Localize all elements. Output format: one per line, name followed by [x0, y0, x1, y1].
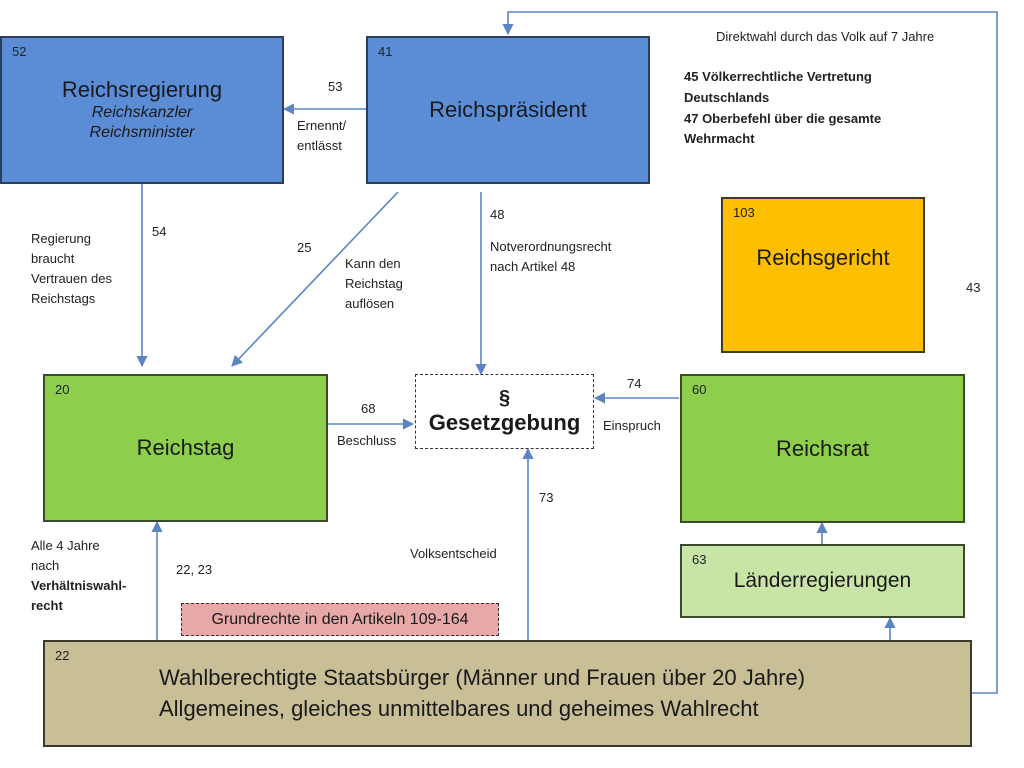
box-title: Gesetzgebung: [428, 410, 581, 435]
label-n25: 25: [297, 240, 312, 255]
label-notverordnung-1: Notverordnungsrecht: [490, 239, 612, 254]
box-reichstag: 20 Reichstag: [43, 374, 328, 522]
label-aufloesen-1: Kann den: [345, 256, 401, 271]
article-number: 103: [733, 205, 755, 220]
label-aufloesen-2: Reichstag: [345, 276, 403, 292]
label-ernennt-1: Ernennt/: [297, 118, 347, 133]
box-title: Reichsregierung: [61, 77, 223, 103]
label-art45b: Deutschlands: [684, 89, 770, 105]
label-vertrauen-4: Reichstags: [31, 291, 96, 307]
article-number: 60: [692, 382, 707, 397]
label-art47: 47 Oberbefehl über die gesamte: [684, 110, 882, 126]
box-title: Grundrechte in den Artikeln 109-164: [211, 610, 469, 628]
box-reichspraesident: 41 Reichspräsident: [366, 36, 650, 184]
arrow-direktwahl: [502, 11, 998, 694]
label-n48: 48: [490, 207, 505, 222]
box-grundrechte: Grundrechte in den Artikeln 109-164: [181, 603, 499, 636]
arrow-aufloesen: [231, 191, 399, 367]
label-wahl-3: Verhältniswahl-: [31, 578, 127, 594]
label-n2223: 22, 23: [176, 562, 213, 577]
label-direktwahl: Direktwahl durch das Volk auf 7 Jahre: [716, 29, 935, 44]
paragraph-symbol: §: [498, 387, 511, 409]
label-volksentscheid: Volksentscheid: [410, 546, 497, 561]
label-n68: 68: [361, 401, 376, 416]
box-gesetzgebung: § Gesetzgebung: [415, 374, 594, 449]
article-number: 22: [55, 648, 70, 663]
box-reichsgericht: 103 Reichsgericht: [721, 197, 925, 353]
label-aufloesen-3: auflösen: [345, 296, 395, 312]
label-vertrauen: Regierung braucht Vertrauen des Reichsta…: [31, 229, 112, 310]
label-aufloesen: Kann den Reichstag auflösen: [345, 254, 403, 314]
label-notverordnung: Notverordnungsrecht nach Artikel 48: [490, 237, 611, 277]
label-wahl-2: nach: [31, 558, 60, 574]
label-n54: 54: [152, 224, 167, 239]
article-number: 20: [55, 382, 70, 397]
box-title: Reichsgericht: [756, 245, 890, 270]
label-n43: 43: [966, 280, 981, 295]
box-reichsregierung: 52 Reichsregierung Reichskanzler Reichsm…: [0, 36, 284, 184]
article-number: 52: [12, 44, 27, 59]
label-vertrauen-3: Vertrauen des: [31, 271, 112, 287]
box-title: Reichstag: [136, 435, 235, 461]
label-ernennt-2: entlässt: [297, 138, 342, 154]
box-wahlberechtigte: 22 Wahlberechtigte Staatsbürger (Männer …: [43, 640, 972, 747]
label-art47b: Wehrmacht: [684, 131, 755, 147]
label-wahl-1: Alle 4 Jahre: [31, 538, 100, 553]
box-subtitle: Reichskanzler: [91, 103, 193, 121]
label-vertrauen-1: Regierung: [31, 231, 91, 246]
label-ernennt: Ernennt/ entlässt: [297, 116, 346, 156]
label-wahl-4: recht: [31, 598, 63, 614]
label-einspruch: Einspruch: [603, 418, 661, 433]
label-n53: 53: [328, 79, 343, 94]
label-beschluss: Beschluss: [337, 433, 397, 448]
label-n74: 74: [627, 376, 642, 391]
article-number: 41: [378, 44, 393, 59]
label-n73: 73: [539, 490, 554, 505]
label-art45: 45 Völkerrechtliche Vertretung: [684, 69, 872, 84]
box-reichsrat: 60 Reichsrat: [680, 374, 965, 523]
box-laenderregierungen: 63 Länderregierungen: [680, 544, 965, 618]
box-subtitle: Allgemeines, gleiches unmittelbares und …: [159, 695, 759, 721]
box-title: Wahlberechtigte Staatsbürger (Männer und…: [159, 664, 806, 690]
box-title: Reichsrat: [776, 435, 869, 461]
label-article-45-47: 45 Völkerrechtliche Vertretung Deutschla…: [684, 67, 881, 150]
label-notverordnung-2: nach Artikel 48: [490, 259, 576, 275]
box-subtitle: Reichsminister: [89, 123, 195, 141]
article-number: 63: [692, 552, 707, 567]
label-vertrauen-2: braucht: [31, 251, 75, 267]
box-title: Reichspräsident: [429, 97, 587, 123]
label-wahlrecht: Alle 4 Jahre nach Verhältniswahl- recht: [31, 536, 126, 617]
box-title: Länderregierungen: [733, 568, 912, 592]
